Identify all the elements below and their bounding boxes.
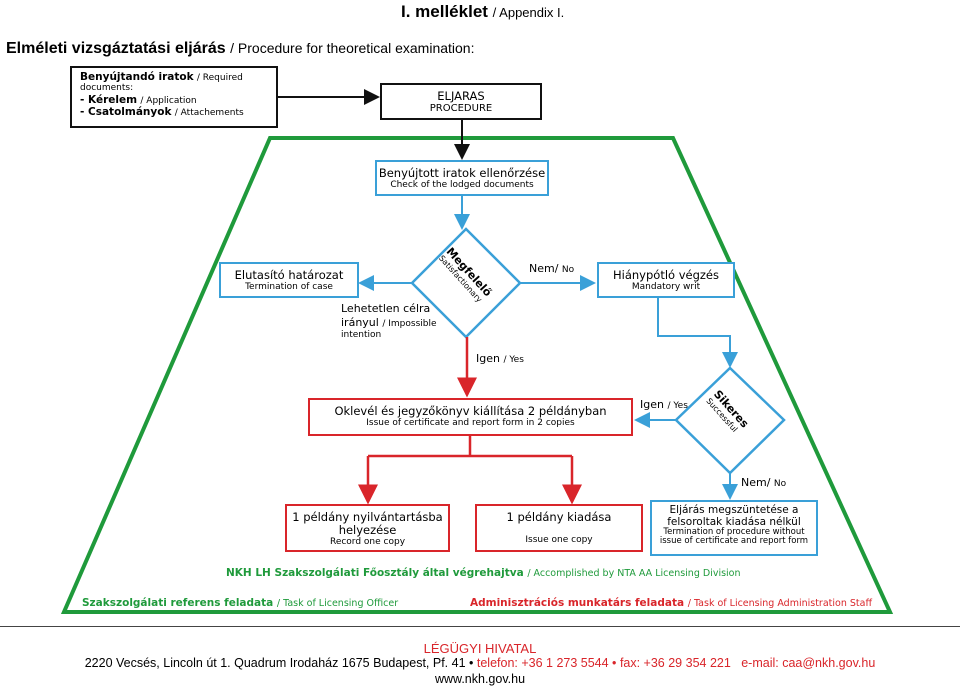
impossible-hu1: Lehetetlen célra <box>341 302 431 315</box>
record-copy-box: 1 példány nyilvántartásba helyezése Reco… <box>285 504 450 552</box>
docs-line2: documents: <box>80 83 134 94</box>
impossible-en2: intention <box>341 330 382 340</box>
record-hu1: 1 példány nyilvántartásba <box>292 510 443 524</box>
terminate-procedure-box: Eljárás megszüntetése a felsoroltak kiad… <box>650 500 818 556</box>
title-rest: / Procedure for theoretical examination: <box>230 40 475 56</box>
issue-copy-box: 1 példány kiadása Issue one copy <box>475 504 643 552</box>
terminate-en1: Termination of procedure without <box>663 527 805 538</box>
arrow-mandatory-successful <box>657 298 738 368</box>
nkh-bold: NKH LH Szakszolgálati Főosztály által vé… <box>226 567 524 579</box>
appendix-heading: I. melléklet / Appendix I. <box>401 2 564 22</box>
docs-line4-bold: - Csatolmányok <box>80 106 172 119</box>
footer-contact: 2220 Vecsés, Lincoln út 1. Quadrum Iroda… <box>0 656 960 670</box>
footer-fax: fax: +36 29 354 221 <box>619 656 731 670</box>
impossible-en1: / Impossible <box>382 318 437 329</box>
issue-certificate-box: Oklevél és jegyzőkönyv kiállítása 2 péld… <box>308 398 633 436</box>
nkh-rest: / Accomplished by NTA AA Licensing Divis… <box>527 568 741 579</box>
yes2-en: / Yes <box>667 401 688 411</box>
footer-org: LÉGÜGYI HIVATAL <box>423 641 537 656</box>
issue-copy-en: Issue one copy <box>525 535 593 546</box>
docs-line4-rest: / Attachements <box>174 108 244 119</box>
procedure-box: ELJARAS PROCEDURE <box>380 83 542 120</box>
no1-hu: Nem/ <box>529 262 559 275</box>
footer-phone: telefon: +36 1 273 5544 • <box>476 656 617 670</box>
nkh-note: NKH LH Szakszolgálati Főosztály által vé… <box>226 567 741 579</box>
right-rest: / Task of Licensing Administration Staff <box>687 598 872 609</box>
right-bold: Adminisztrációs munkatárs feladata <box>470 597 685 609</box>
termination-hu: Elutasító határozat <box>234 268 344 282</box>
no-label-2: Nem/ No <box>741 476 786 489</box>
mandatory-writ-box: Hiánypótló végzés Mandatory writ <box>597 262 735 298</box>
yes1-hu: Igen <box>476 352 500 365</box>
footer-web[interactable]: www.nkh.gov.hu <box>434 672 526 686</box>
licensing-officer-note: Szakszolgálati referens feladata / Task … <box>82 597 398 609</box>
terminate-hu2: felsoroltak kiadása nélkül <box>667 515 801 528</box>
termination-box: Elutasító határozat Termination of case <box>219 262 359 298</box>
issue-cert-hu: Oklevél és jegyzőkönyv kiállítása 2 péld… <box>334 404 607 418</box>
issue-copy-hu: 1 példány kiadása <box>506 510 612 524</box>
yes1-en: / Yes <box>503 355 524 365</box>
appendix-bold: I. melléklet <box>401 2 488 21</box>
trapezoid-boundary <box>60 136 894 614</box>
footer-email[interactable]: e-mail: caa@nkh.gov.hu <box>741 656 876 670</box>
left-rest: / Task of Licensing Officer <box>276 598 399 609</box>
mandatory-en: Mandatory writ <box>631 282 701 293</box>
yes-label-1: Igen / Yes <box>476 352 524 365</box>
appendix-rest: / Appendix I. <box>492 5 565 20</box>
check-en: Check of the lodged documents <box>390 180 534 191</box>
docs-line1-rest: / Required <box>196 73 243 83</box>
title-bold: Elméleti vizsgáztatási eljárás <box>6 40 226 57</box>
required-documents-box: Benyújtandó iratok / Required documents:… <box>70 66 278 128</box>
terminate-hu1: Eljárás megszüntetése a <box>669 504 799 516</box>
arrow-issue-split <box>368 436 572 458</box>
admin-staff-note: Adminisztrációs munkatárs feladata / Tas… <box>470 597 872 609</box>
impossible-hu2: irányul <box>341 315 379 329</box>
check-documents-box: Benyújtott iratok ellenőrzése Check of t… <box>375 160 549 196</box>
mandatory-hu: Hiánypótló végzés <box>613 268 719 282</box>
left-bold: Szakszolgálati referens feladata <box>82 597 274 609</box>
docs-line3-rest: / Application <box>140 95 197 106</box>
no1-en: No <box>561 265 575 275</box>
termination-en: Termination of case <box>245 282 333 293</box>
yes-label-2: Igen / Yes <box>640 398 688 411</box>
record-hu2: helyezése <box>338 523 397 538</box>
issue-cert-en: Issue of certificate and report form in … <box>366 418 575 429</box>
terminate-en2: issue of certificate and report form <box>659 536 809 547</box>
yes2-hu: Igen <box>640 398 664 411</box>
check-hu: Benyújtott iratok ellenőrzése <box>378 166 546 180</box>
page-title: Elméleti vizsgáztatási eljárás / Procedu… <box>6 40 474 58</box>
footer-divider <box>0 626 960 627</box>
footer-address: 2220 Vecsés, Lincoln út 1. Quadrum Iroda… <box>84 656 474 670</box>
record-en: Record one copy <box>329 537 406 548</box>
no2-hu: Nem/ <box>741 476 771 489</box>
no-label-1: Nem/ No <box>529 262 574 275</box>
no2-en: No <box>773 479 787 489</box>
procedure-hu: ELJARAS <box>437 89 485 103</box>
impossible-label: Lehetetlen célra irányul / Impossible in… <box>341 302 437 341</box>
procedure-en: PROCEDURE <box>429 103 493 115</box>
docs-line1-bold: Benyújtandó iratok <box>80 71 194 83</box>
docs-line3-bold: - Kérelem <box>80 93 138 106</box>
